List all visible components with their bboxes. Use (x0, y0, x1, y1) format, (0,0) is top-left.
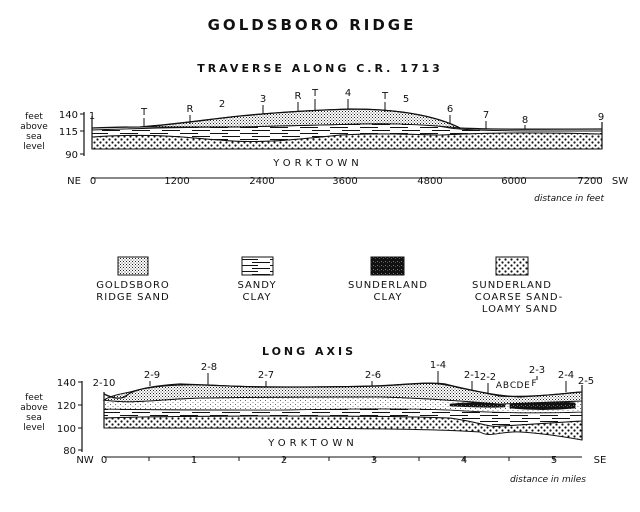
traverse-subtitle: TRAVERSE ALONG C.R. 1713 (197, 62, 443, 75)
legend-swatch-coarse-sand (495, 256, 529, 276)
legend-swatch-sunderland-clay (370, 256, 405, 276)
long-marker: E (524, 381, 530, 391)
traverse-section-markers: 1 T R 2 3 R T 4 T 5 6 7 8 9 (89, 88, 604, 129)
traverse-marker: R (187, 104, 194, 115)
long-ground-surface (103, 382, 583, 399)
long-ytick-80: 80 (63, 446, 76, 457)
long-axis-subtitle: LONG AXIS (262, 345, 356, 358)
traverse-ylabel-3: sea (26, 132, 42, 142)
legend-label-goldsboro-1: GOLDSBORO (96, 280, 170, 291)
long-axis-section: LONG AXIS feet above sea level 140 120 1… (20, 345, 606, 485)
long-marker: 2-1 (464, 370, 480, 381)
long-marker: 2-8 (201, 362, 217, 373)
legend-label-coarse-3: LOAMY SAND (482, 304, 558, 315)
traverse-marker: 7 (483, 110, 489, 121)
traverse-xtick: 1200 (164, 176, 189, 187)
legend-label-sunderland-clay-2: CLAY (374, 292, 403, 303)
long-ytick-100: 100 (57, 424, 76, 435)
long-marker: F (531, 379, 536, 389)
traverse-xtick: 3600 (332, 176, 357, 187)
traverse-yorktown-label: YORKTOWN (272, 158, 363, 169)
legend-swatch-sandy-clay (241, 256, 274, 276)
legend-label-sunderland-clay-1: SUNDERLAND (348, 280, 428, 291)
traverse-marker: R (295, 91, 302, 102)
long-marker: 2-5 (578, 376, 594, 387)
traverse-ground-surface (91, 108, 603, 130)
long-xtick: 0 (101, 455, 107, 466)
long-ytick-140: 140 (57, 378, 76, 389)
long-yorktown-label: YORKTOWN (267, 438, 358, 449)
long-marker: 2-2 (480, 372, 496, 383)
traverse-marker: T (140, 107, 148, 118)
traverse-dir-ne: NE (67, 176, 81, 187)
long-marker: 2-6 (365, 370, 381, 381)
long-x-ticks (148, 457, 555, 461)
traverse-marker: 3 (260, 94, 266, 105)
long-ylabel-2: above (20, 403, 48, 413)
long-marker: B (503, 381, 509, 391)
long-x-label: distance in miles (510, 475, 586, 485)
long-ylabel-3: sea (26, 413, 42, 423)
traverse-xtick: 2400 (249, 176, 274, 187)
long-marker: 2-4 (558, 370, 574, 381)
legend-label-sandy-clay-2: CLAY (243, 292, 272, 303)
traverse-marker: 9 (598, 112, 604, 123)
legend-label-goldsboro-2: RIDGE SAND (96, 292, 169, 303)
long-dir-nw: NW (76, 455, 93, 466)
traverse-ytick-115: 115 (59, 127, 78, 138)
long-marker: 2-3 (529, 365, 545, 376)
long-ylabel-4: level (23, 423, 44, 433)
legend-label-coarse-2: COARSE SAND- (475, 292, 563, 303)
traverse-marker: 8 (522, 115, 528, 126)
figure-title: GOLDSBORO RIDGE (208, 16, 417, 34)
long-marker: 2-7 (258, 370, 274, 381)
traverse-marker: 2 (219, 99, 225, 110)
long-marker: 2-9 (144, 370, 160, 381)
legend-label-sandy-clay-1: SANDY (237, 280, 276, 291)
long-dir-se: SE (594, 455, 607, 466)
long-marker: A (496, 381, 503, 391)
traverse-xtick: 4800 (417, 176, 442, 187)
long-xtick: 2 (281, 455, 287, 466)
long-marker: D (517, 381, 524, 391)
traverse-x-label: distance in feet (534, 194, 604, 204)
traverse-section: TRAVERSE ALONG C.R. 1713 feet above sea … (20, 62, 628, 204)
traverse-ytick-90: 90 (65, 150, 78, 161)
long-marker: 1-4 (430, 360, 446, 371)
long-xtick: 5 (551, 455, 557, 466)
traverse-ytick-140: 140 (59, 110, 78, 121)
long-marker: C (510, 381, 516, 391)
legend-swatch-goldsboro (117, 256, 149, 276)
traverse-xtick: 0 (90, 176, 96, 187)
traverse-marker: T (311, 88, 319, 99)
legend: GOLDSBORO RIDGE SAND SANDY CLAY SUNDERLA… (96, 256, 563, 315)
traverse-marker: T (381, 91, 389, 102)
long-ytick-120: 120 (57, 401, 76, 412)
long-ylabel-1: feet (25, 393, 43, 403)
long-sunderland-clay-lens (449, 402, 506, 408)
traverse-ylabel-1: feet (25, 112, 43, 122)
traverse-ylabel-2: above (20, 122, 48, 132)
long-xtick: 3 (371, 455, 377, 466)
traverse-marker: 5 (403, 94, 409, 105)
long-xtick: 1 (191, 455, 197, 466)
long-marker: 2-10 (93, 378, 116, 389)
traverse-marker: 1 (89, 111, 95, 122)
long-section-markers: 2-10 2-9 2-8 2-7 2-6 1-4 2-1 2-2 A B C D… (93, 360, 594, 393)
legend-label-coarse-1: SUNDERLAND (472, 280, 552, 291)
traverse-xtick: 6000 (501, 176, 526, 187)
traverse-dir-sw: SW (612, 176, 628, 187)
traverse-marker: 4 (345, 88, 351, 99)
traverse-xtick: 7200 (577, 176, 602, 187)
traverse-marker: 6 (447, 104, 453, 115)
traverse-ylabel-4: level (23, 142, 44, 152)
long-xtick: 4 (461, 455, 467, 466)
